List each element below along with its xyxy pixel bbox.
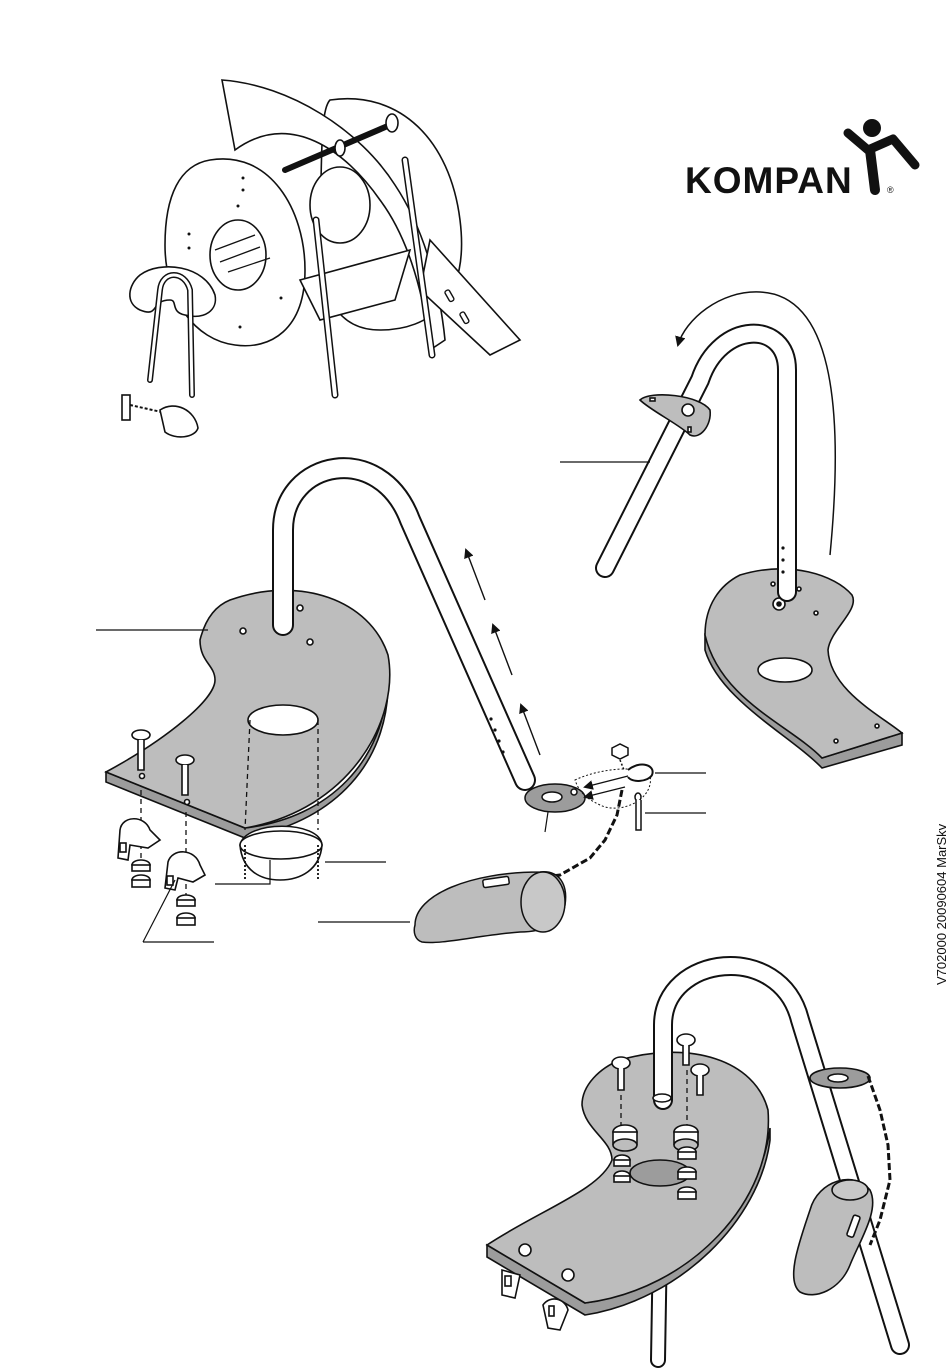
under-bracket-2 — [543, 1299, 568, 1330]
shackle-nut — [612, 744, 628, 759]
brand-wordmark: KOMPAN — [685, 160, 853, 201]
rail-bracket — [386, 114, 398, 132]
shackle-bolt — [635, 793, 641, 830]
slide-up-arrow — [466, 550, 485, 600]
rail-bracket-2 — [335, 140, 345, 156]
platform-bolt-hole — [185, 800, 190, 805]
shackle-arrow — [585, 775, 632, 787]
document-reference: V702000 20090604 MarSkv — [934, 824, 949, 985]
nut-guide — [620, 760, 624, 770]
nut-stack-1 — [132, 860, 150, 887]
shackle — [628, 765, 653, 781]
registered-mark: ® — [887, 185, 894, 195]
chain-handle-end — [521, 872, 565, 932]
jumping-figure-icon — [848, 119, 915, 190]
seat-platform-exploded-view — [96, 468, 540, 942]
bracket-slot — [688, 427, 691, 432]
platform-bolt-hole — [140, 774, 145, 779]
tube-opening-final — [653, 1094, 671, 1102]
clamp-slot-1 — [120, 843, 126, 852]
platform-center-hole — [248, 705, 318, 735]
handle-final-end — [832, 1180, 868, 1200]
platform-bolt-hole — [297, 605, 303, 611]
platform-hole-right — [758, 658, 812, 682]
nuts-final-2 — [678, 1147, 696, 1199]
clamp-bracket-1 — [118, 819, 160, 860]
eye-plate-pin-hole — [571, 789, 577, 795]
slide-up-arrow — [521, 705, 540, 755]
brand-logo: KOMPAN ® — [685, 119, 915, 201]
eye-plate-leader — [545, 812, 548, 832]
mini-stake — [122, 395, 130, 420]
slide-up-arrow — [493, 625, 512, 675]
handrail-rotation-detail — [560, 292, 902, 768]
platform-hole-small — [562, 1269, 574, 1281]
shackle-arrow-2 — [585, 787, 625, 797]
handrail-tube-right-inner — [605, 334, 787, 592]
nut-stack-2 — [177, 895, 195, 925]
bracket-slot — [650, 398, 655, 401]
bolt-hole-right — [797, 587, 801, 591]
bolt-hole-right — [771, 582, 775, 586]
platform-bolt-hole — [240, 628, 246, 634]
final-assembly-view — [487, 966, 900, 1360]
leader-clamps — [143, 880, 214, 942]
eye-plate-hole — [542, 792, 562, 802]
bolt-hole-right — [834, 739, 838, 743]
bottom-cup-rim — [240, 831, 322, 859]
platform-bolt-hole — [307, 639, 313, 645]
mini-handle — [160, 406, 198, 437]
clamp-final-1 — [613, 1125, 637, 1151]
platform-hole-small — [519, 1244, 531, 1256]
clamp-slot-2 — [167, 876, 173, 885]
bolt-hole-right — [875, 724, 879, 728]
bolt-hole-right — [814, 611, 818, 615]
assembled-play-unit — [122, 80, 520, 437]
bracket-hole — [682, 404, 694, 416]
